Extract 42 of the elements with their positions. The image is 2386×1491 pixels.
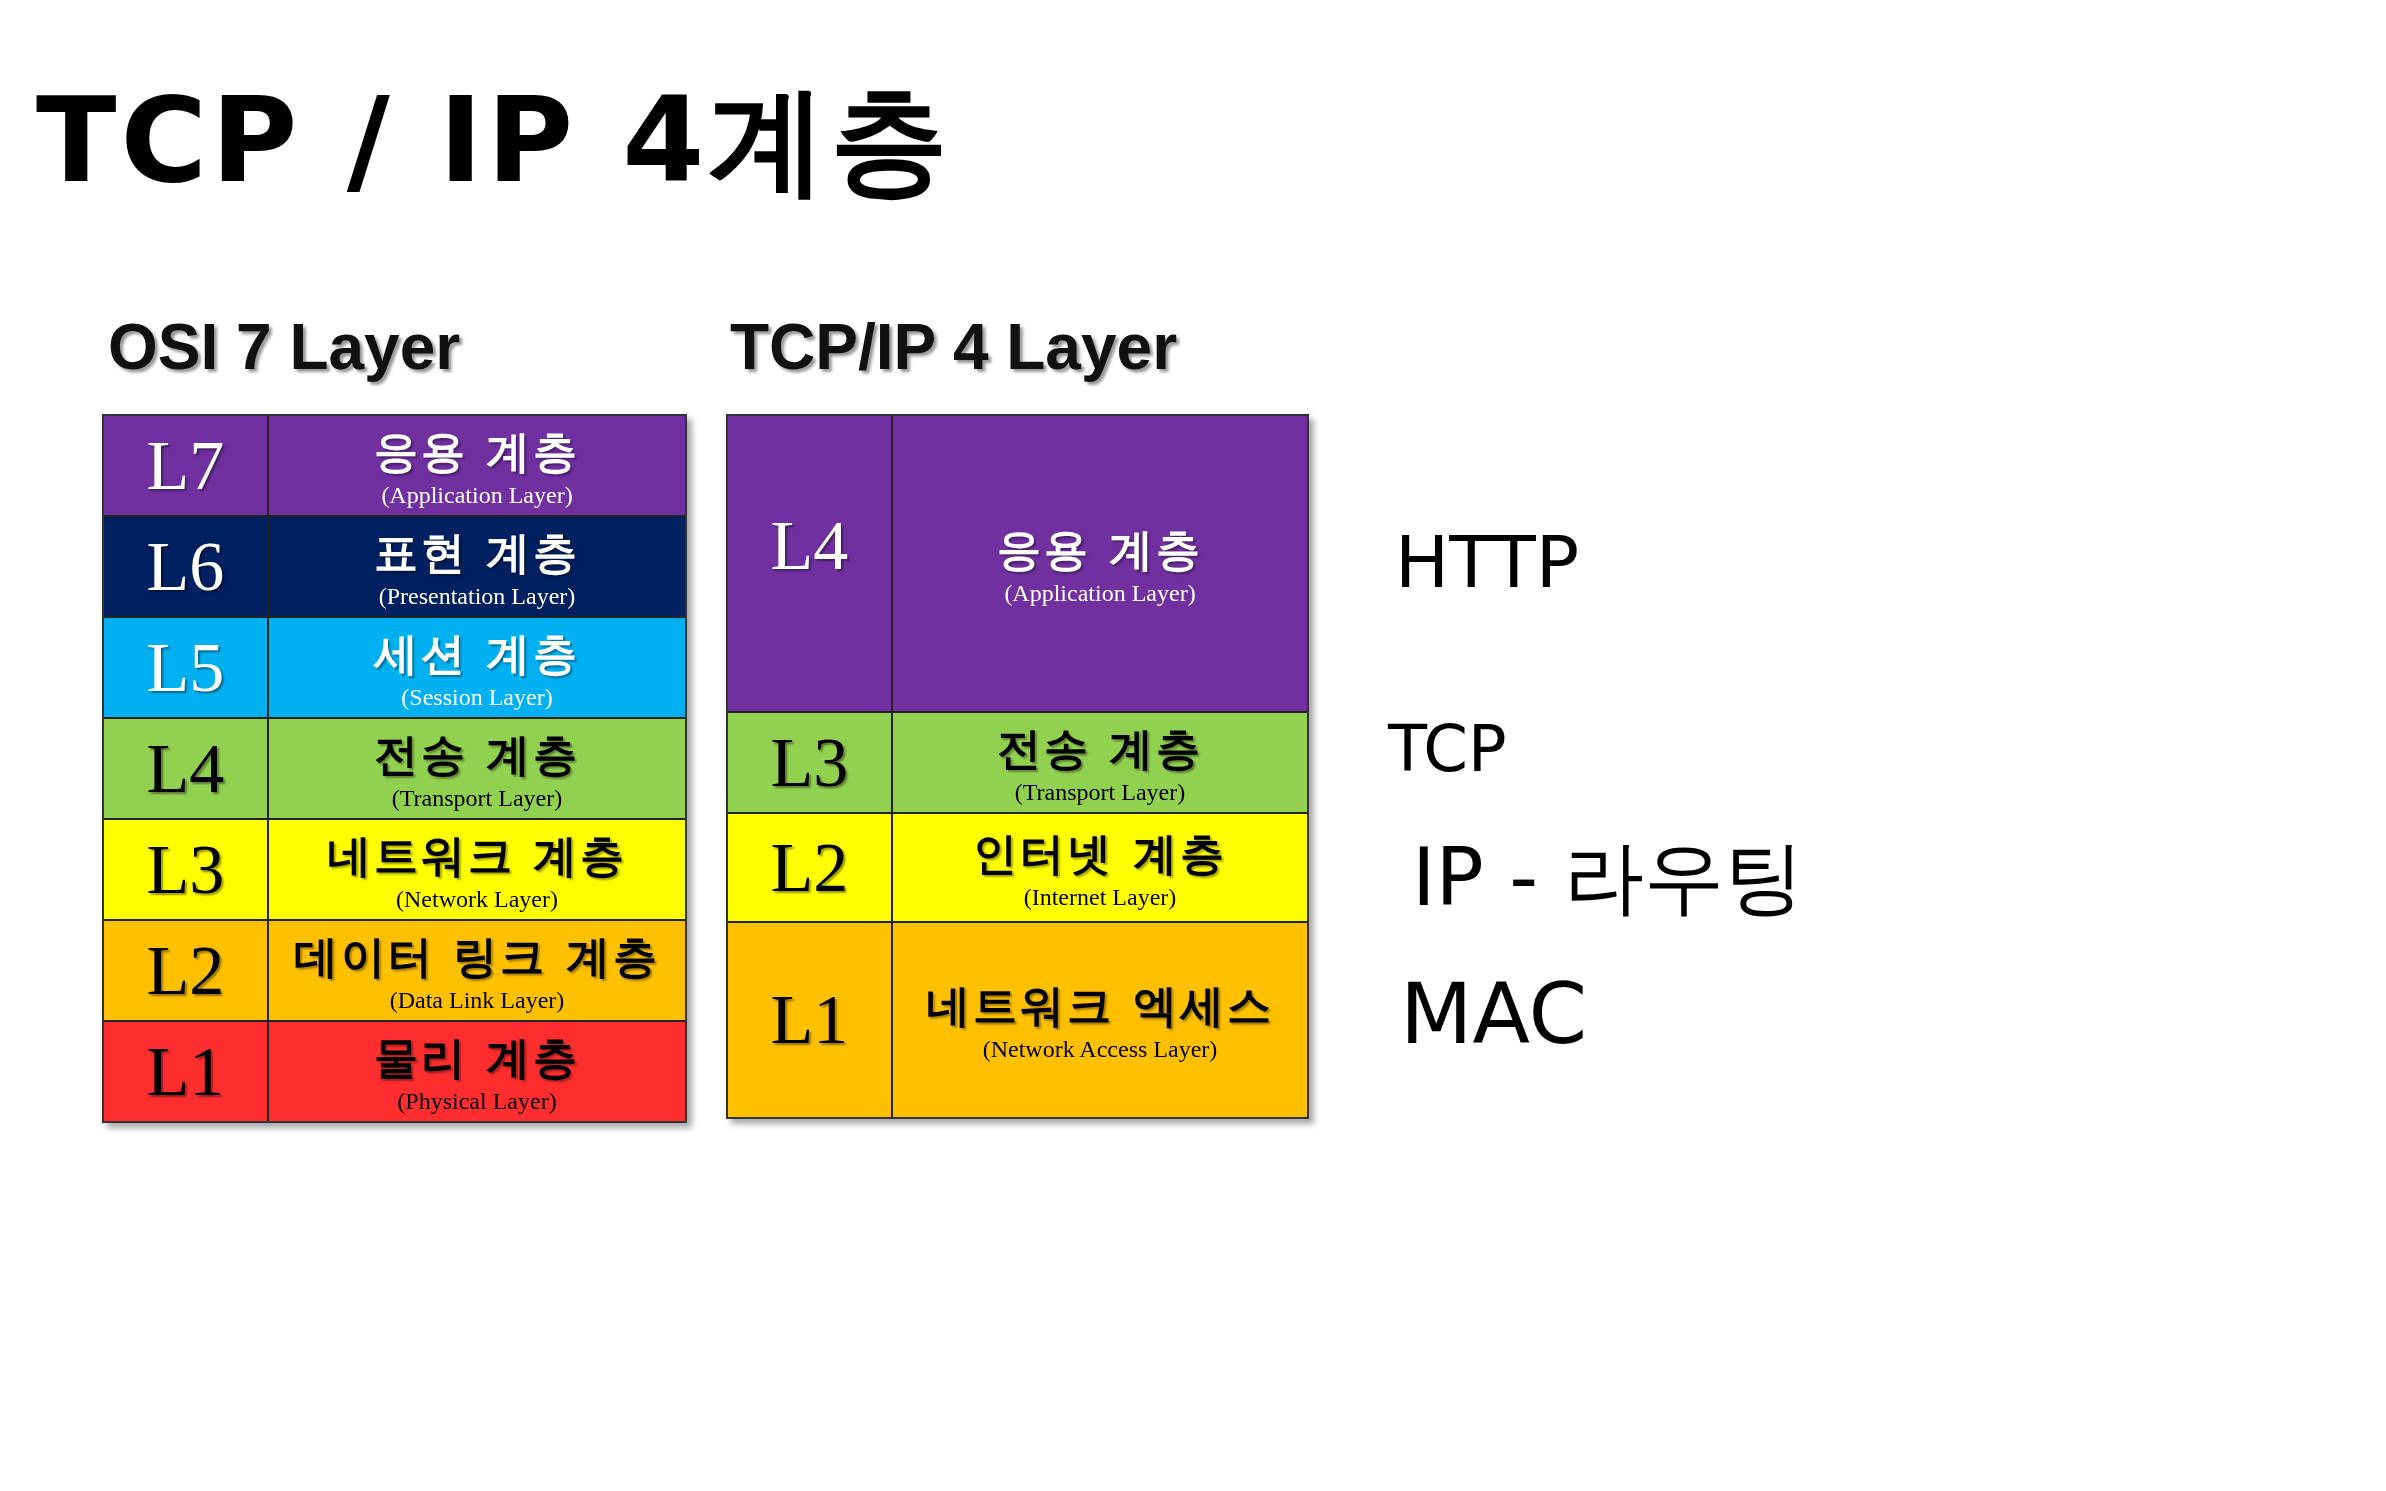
layer-name: 전송 계층	[373, 727, 581, 782]
handwritten-label: HTTP	[1395, 520, 1580, 604]
layer-row	[104, 1020, 685, 1121]
layer-row	[104, 717, 685, 818]
layer-english-name: (Transport Layer)	[1014, 778, 1186, 806]
layer-english-name: (Application Layer)	[381, 481, 573, 509]
handwritten-label: TCP	[1388, 712, 1507, 786]
layer-english-name: (Network Layer)	[396, 885, 558, 913]
layer-row	[728, 711, 1307, 812]
layer-row	[104, 919, 685, 1020]
layer-row	[728, 416, 1307, 711]
layer-row	[104, 818, 685, 919]
layer-name: 세션 계층	[373, 626, 581, 681]
layer-english-name: (Physical Layer)	[397, 1087, 557, 1115]
layer-number: L1	[104, 1022, 269, 1121]
layer-english-name: (Presentation Layer)	[378, 582, 576, 610]
layer-name: 응용 계층	[996, 522, 1204, 577]
layer-english-name: (Transport Layer)	[391, 784, 563, 812]
layer-english-name: (Application Layer)	[1004, 579, 1196, 607]
layer-row	[728, 812, 1307, 921]
layer-name: 물리 계층	[373, 1030, 581, 1085]
layer-name: 인터넷 계층	[973, 826, 1227, 881]
handwritten-label: IP - 라우팅	[1412, 830, 1804, 926]
layer-name: 네트워크 엑세스	[926, 979, 1274, 1033]
layer-row	[104, 616, 685, 717]
table-heading: OSI 7 Layer	[108, 310, 461, 384]
layer-row	[104, 515, 685, 616]
layer-number: L1	[728, 923, 893, 1117]
layer-english-name: (Network Access Layer)	[982, 1036, 1218, 1063]
layer-english-name: (Session Layer)	[401, 683, 553, 711]
table-heading: TCP/IP 4 Layer	[730, 310, 1178, 384]
layer-name: 표현 계층	[373, 525, 581, 580]
layer-name: 데이터 링크 계층	[294, 929, 660, 984]
layer-english-name: (Internet Layer)	[1023, 883, 1177, 911]
layer-row	[104, 416, 685, 515]
layer-name: 네트워크 계층	[326, 828, 628, 883]
layer-name: 응용 계층	[373, 424, 581, 479]
handwritten-title: TCP / IP 4계층	[36, 70, 953, 211]
layer-name: 전송 계층	[996, 721, 1204, 776]
handwritten-label: MAC	[1400, 965, 1588, 1063]
layer-row	[728, 921, 1307, 1117]
layer-english-name: (Data Link Layer)	[389, 986, 565, 1014]
